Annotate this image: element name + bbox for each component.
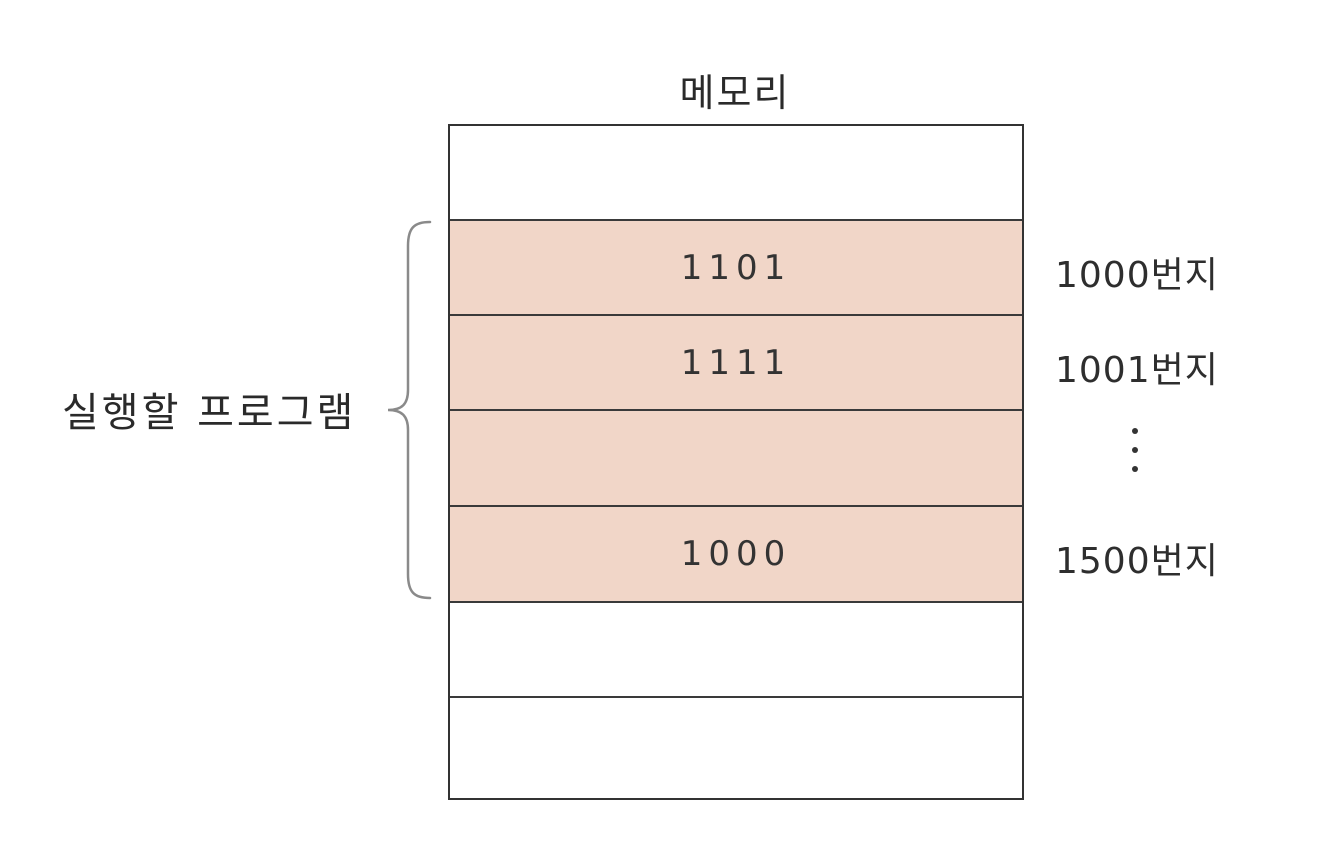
memory-cell-5 [450, 602, 1022, 697]
memory-block: 1101 1111 1000 [448, 124, 1024, 800]
cell-divider [450, 219, 1022, 221]
program-label: 실행할 프로그램 [62, 390, 357, 436]
memory-cell-2-value: 1111 [680, 342, 792, 383]
cell-divider [450, 314, 1022, 316]
memory-cell-1: 1101 [450, 220, 1022, 315]
cell-divider [450, 409, 1022, 411]
memory-title: 메모리 [679, 71, 791, 115]
memory-cell-0 [450, 126, 1022, 220]
ellipsis-dot [1132, 447, 1138, 453]
address-label-1001: 1001번지 [1055, 350, 1219, 391]
cell-divider [450, 696, 1022, 698]
memory-cell-3 [450, 410, 1022, 506]
cell-divider [450, 601, 1022, 603]
curly-brace-path [387, 220, 432, 600]
ellipsis-dot [1132, 428, 1138, 434]
address-label-1000: 1000번지 [1055, 255, 1219, 296]
memory-cell-1-value: 1101 [680, 247, 792, 288]
address-ellipsis [1128, 428, 1142, 485]
cell-divider [450, 505, 1022, 507]
curly-brace [387, 220, 432, 600]
address-label-1500: 1500번지 [1055, 541, 1219, 582]
memory-cell-6 [450, 697, 1022, 798]
memory-cell-4: 1000 [450, 506, 1022, 602]
memory-cell-4-value: 1000 [680, 534, 792, 574]
ellipsis-dot [1132, 466, 1138, 472]
memory-cell-2: 1111 [450, 315, 1022, 410]
